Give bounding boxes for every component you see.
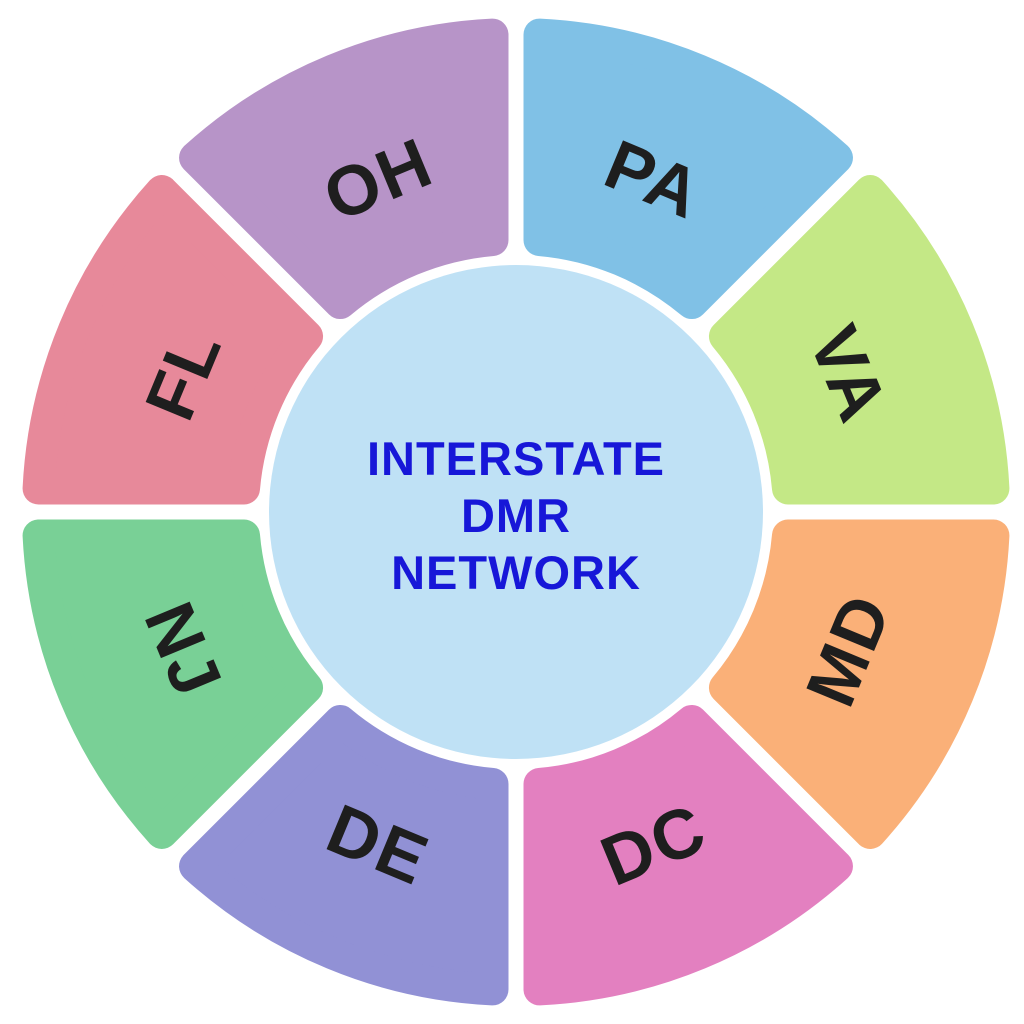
segment-nj (22, 519, 324, 849)
segment-dc (523, 704, 853, 1006)
segment-md (708, 519, 1010, 849)
segment-fl (22, 175, 324, 505)
segment-va (708, 175, 1010, 505)
segment-oh (179, 18, 509, 320)
segment-de (179, 704, 509, 1006)
segment-pa (523, 18, 853, 320)
wheel-segments (22, 18, 1010, 1006)
center-hub-circle (269, 265, 763, 759)
